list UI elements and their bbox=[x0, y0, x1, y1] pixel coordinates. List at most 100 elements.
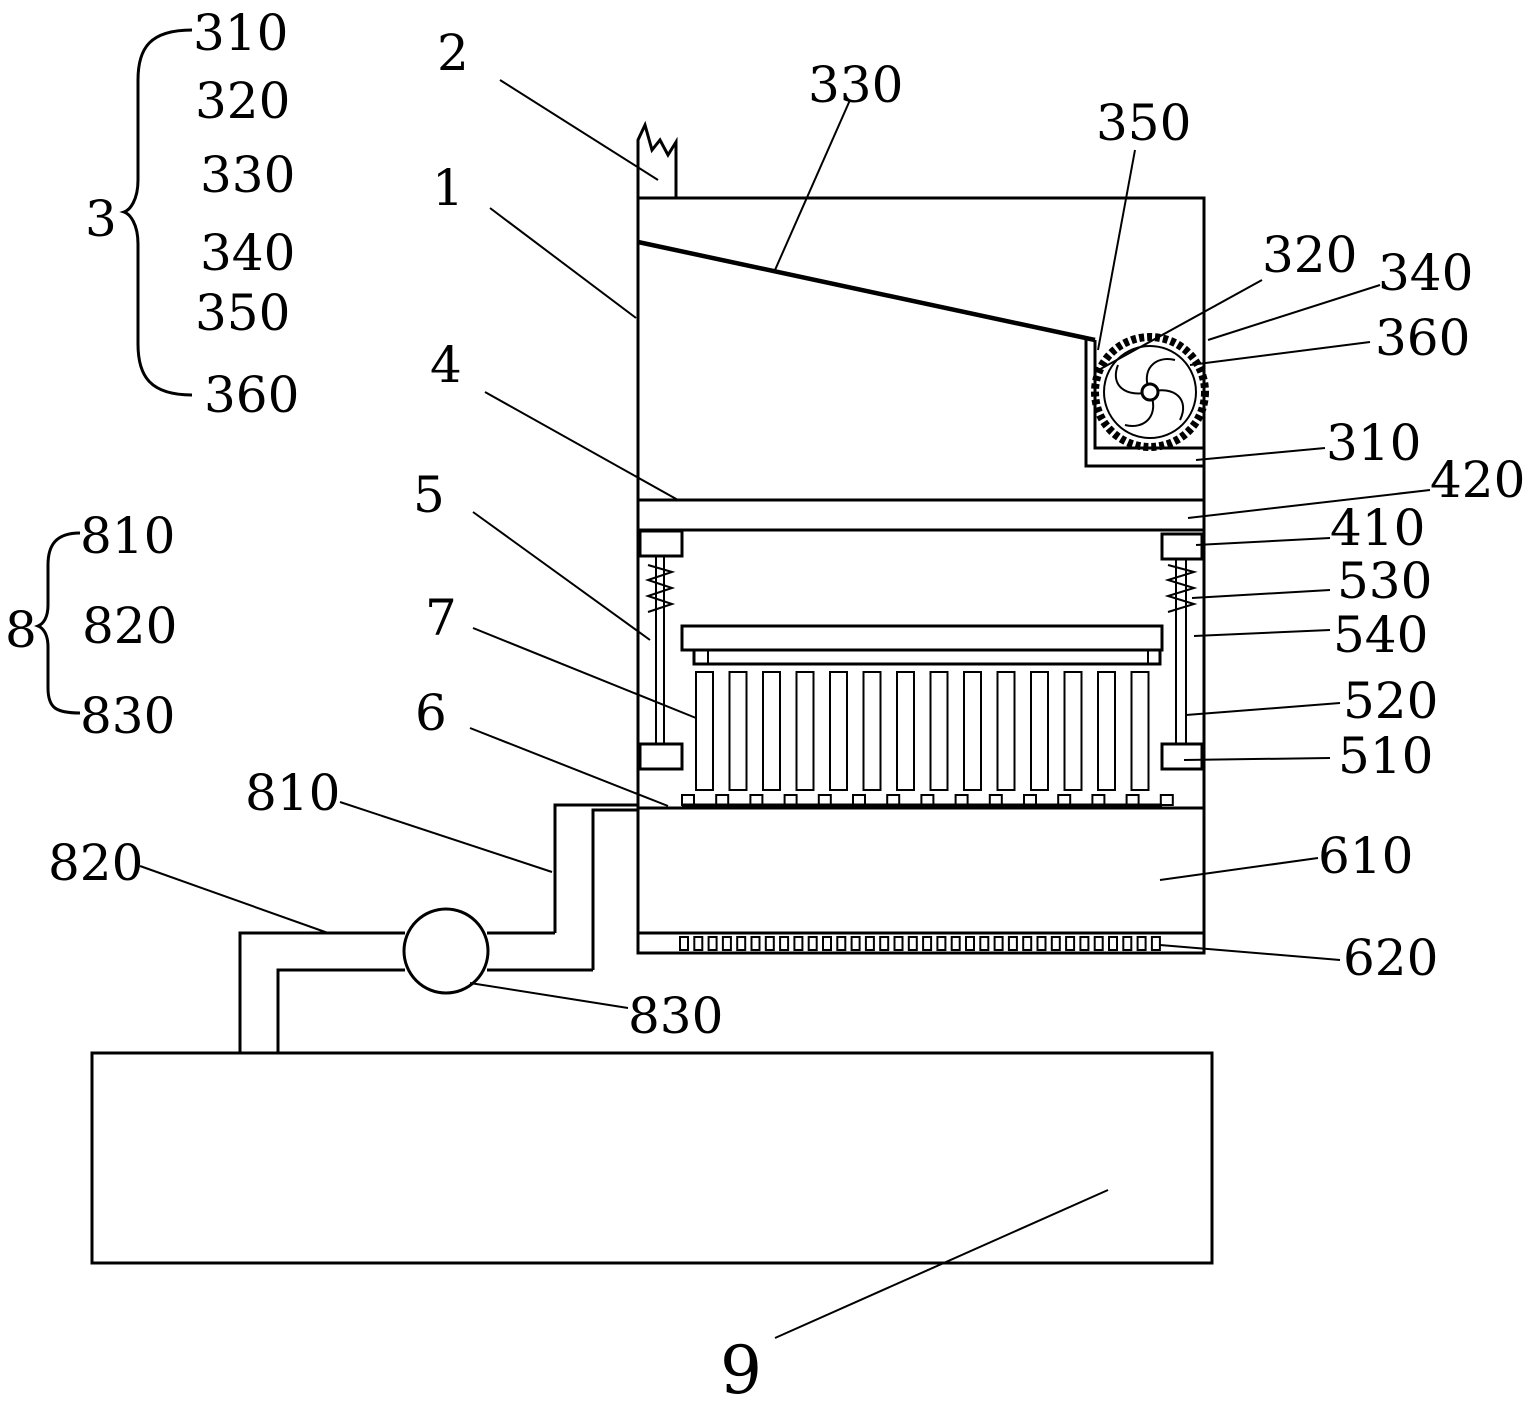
spring-530 bbox=[1164, 564, 1198, 613]
pipe-system-8 bbox=[238, 803, 638, 1053]
filter-header bbox=[692, 648, 1162, 666]
grid-cell bbox=[679, 936, 689, 951]
filter-tube bbox=[896, 671, 915, 791]
grid-cell bbox=[707, 936, 718, 951]
leader-360 bbox=[1189, 341, 1371, 366]
group-3-member-350: 350 bbox=[195, 284, 290, 342]
callout-520: 520 bbox=[1343, 672, 1438, 730]
fan-rotor-360 bbox=[1103, 345, 1197, 439]
leader-540 bbox=[1193, 629, 1331, 637]
grid-cell bbox=[1093, 936, 1104, 951]
pipe-820-outer bbox=[238, 931, 405, 1053]
grid-cell bbox=[793, 936, 804, 951]
leader-820 bbox=[139, 865, 329, 934]
pipe-810-outer bbox=[553, 803, 638, 933]
plate-420 bbox=[636, 498, 1206, 532]
leader-510 bbox=[1183, 757, 1331, 761]
plate-hole bbox=[1125, 794, 1140, 806]
grid-cell bbox=[965, 936, 975, 951]
callout-530: 530 bbox=[1337, 552, 1432, 610]
leader-5 bbox=[472, 511, 651, 641]
callout-410: 410 bbox=[1330, 499, 1425, 557]
leader-9 bbox=[774, 1189, 1109, 1339]
fan-blades-icon bbox=[1114, 358, 1185, 427]
filter-tube bbox=[728, 671, 748, 791]
grid-cell bbox=[1036, 936, 1047, 951]
grid-cell bbox=[907, 936, 918, 951]
leader-810 bbox=[339, 801, 553, 873]
callout-7: 7 bbox=[425, 589, 457, 647]
callout-320: 320 bbox=[1262, 226, 1357, 284]
fan-housing-350 bbox=[1084, 340, 1204, 468]
leader-2 bbox=[499, 79, 659, 181]
bottom-block-510 bbox=[1160, 742, 1204, 771]
housing-1 bbox=[636, 196, 1206, 955]
plate-hole bbox=[852, 794, 866, 806]
feed-inlet-2 bbox=[636, 120, 678, 198]
filter-tube bbox=[1030, 671, 1049, 791]
group-8-label: 8 bbox=[5, 601, 37, 659]
leader-320 bbox=[1094, 279, 1263, 373]
callout-510: 510 bbox=[1338, 727, 1433, 785]
plate-hole bbox=[954, 794, 969, 806]
filter-tube bbox=[1130, 671, 1150, 791]
grid-cell bbox=[1122, 936, 1133, 951]
plate-hole bbox=[817, 794, 832, 806]
plate-holes bbox=[681, 794, 1174, 806]
pump-830 bbox=[402, 907, 490, 995]
callout-5: 5 bbox=[413, 466, 445, 524]
group-3-member-360: 360 bbox=[204, 366, 299, 424]
callout-540: 540 bbox=[1333, 606, 1428, 664]
plate-hole bbox=[1057, 794, 1072, 806]
callout-330: 330 bbox=[808, 56, 903, 114]
pipe-810-inner bbox=[591, 808, 638, 970]
grid-cell bbox=[822, 936, 832, 951]
grid-cell bbox=[936, 936, 947, 951]
callout-9: 9 bbox=[720, 1332, 762, 1405]
filter-tubes bbox=[695, 671, 1150, 791]
callout-4: 4 bbox=[430, 336, 462, 394]
grid-cell bbox=[1150, 936, 1161, 951]
grid-cell bbox=[750, 936, 761, 951]
callout-820: 820 bbox=[48, 834, 143, 892]
filter-tube bbox=[695, 671, 714, 791]
leader-410 bbox=[1195, 537, 1331, 546]
filter-tube bbox=[929, 671, 949, 791]
grid-cell bbox=[1022, 936, 1033, 951]
grid-cell bbox=[864, 936, 875, 951]
group-8-member-810: 810 bbox=[80, 507, 175, 565]
callout-6: 6 bbox=[415, 684, 447, 742]
filter-tube bbox=[1063, 671, 1083, 791]
filter-tube bbox=[795, 671, 815, 791]
group-3-member-340: 340 bbox=[200, 224, 295, 282]
grid-cell bbox=[836, 936, 847, 951]
inclined-plate-330 bbox=[637, 239, 1096, 343]
leader-520 bbox=[1185, 702, 1341, 716]
grid-cell bbox=[1050, 936, 1061, 951]
left-spring-assembly bbox=[638, 529, 684, 771]
grid-cell bbox=[879, 936, 890, 951]
callout-1: 1 bbox=[432, 159, 464, 217]
leader-530 bbox=[1191, 589, 1331, 599]
leader-lines bbox=[139, 79, 1431, 1339]
fan-assembly bbox=[1084, 333, 1209, 468]
top-block-410 bbox=[1160, 532, 1204, 561]
group-3-member-310: 310 bbox=[193, 4, 288, 62]
group-8-member-830: 830 bbox=[80, 687, 175, 745]
leader-340 bbox=[1207, 284, 1381, 341]
leader-620 bbox=[1159, 944, 1341, 961]
tank-610 bbox=[638, 806, 1204, 935]
filter-bank-7 bbox=[692, 648, 1162, 791]
grid-cell bbox=[1108, 936, 1118, 951]
callout-830: 830 bbox=[628, 987, 723, 1045]
plate-hole bbox=[783, 794, 798, 806]
leader-330 bbox=[774, 99, 851, 271]
grid-cell bbox=[1007, 936, 1018, 951]
group-8-member-820: 820 bbox=[82, 597, 177, 655]
leader-350 bbox=[1097, 149, 1136, 351]
callout-labels: 2 1 330 350 320 340 360 310 420 410 530 … bbox=[48, 24, 1525, 1405]
filter-tube bbox=[996, 671, 1016, 791]
grid-cell bbox=[1136, 936, 1147, 951]
callout-420: 420 bbox=[1430, 451, 1525, 509]
